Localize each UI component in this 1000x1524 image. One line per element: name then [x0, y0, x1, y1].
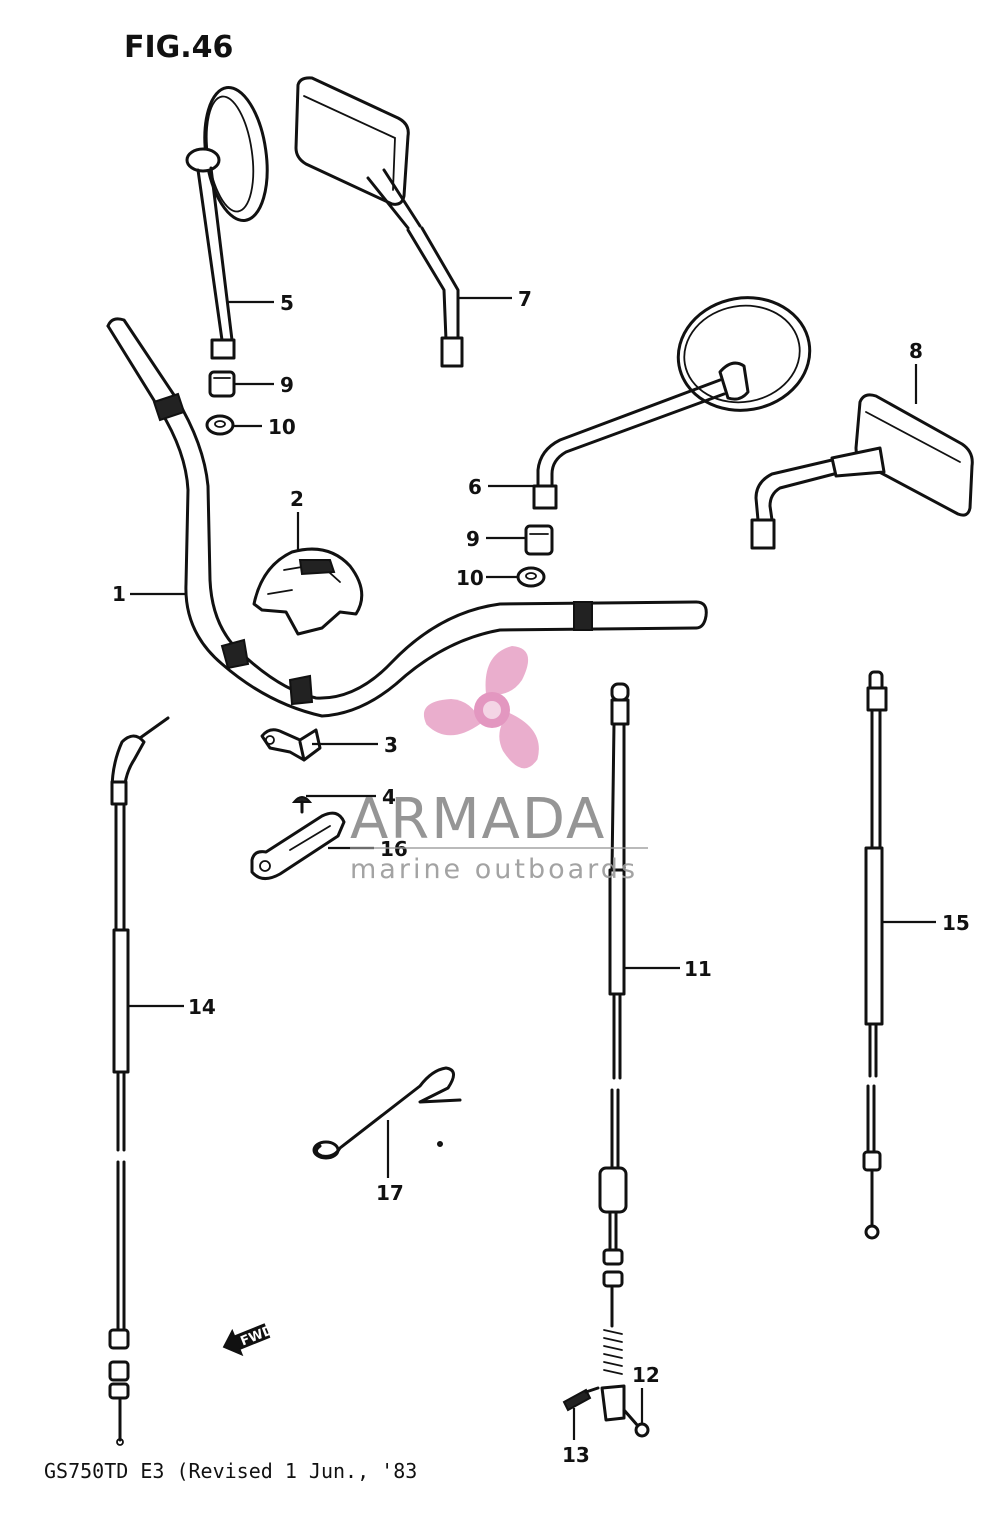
part-11-cable[interactable]	[598, 682, 630, 1422]
part-7-rectangular-mirror[interactable]	[294, 76, 464, 368]
callout-10-left: 10	[268, 415, 296, 439]
part-9-adapter-right[interactable]	[524, 524, 554, 556]
callout-7: 7	[518, 287, 532, 311]
part-17-wire-clip[interactable]	[312, 1066, 462, 1160]
part-5-round-mirror[interactable]	[185, 83, 275, 360]
part-10-nut-left[interactable]	[205, 414, 235, 436]
callout-2: 2	[290, 487, 304, 511]
callout-9-left: 9	[280, 373, 294, 397]
callout-15: 15	[942, 911, 970, 935]
callout-4: 4	[382, 785, 396, 809]
callout-6: 6	[468, 475, 482, 499]
callout-5: 5	[280, 291, 294, 315]
part-13-screw[interactable]	[562, 1386, 600, 1412]
arrow-left-icon	[222, 1323, 271, 1357]
part-15-cable[interactable]	[862, 670, 888, 1240]
part-16-plate[interactable]	[250, 811, 346, 880]
part-10-nut-right[interactable]	[516, 566, 546, 588]
fwd-direction-marker: FWD	[222, 1323, 276, 1357]
callout-13: 13	[562, 1443, 590, 1467]
callout-3: 3	[384, 733, 398, 757]
watermark: ARMADA marine outboards	[350, 646, 648, 885]
part-6-round-mirror[interactable]	[532, 287, 819, 510]
watermark-brand: ARMADA	[350, 787, 606, 852]
callout-9-right: 9	[466, 527, 480, 551]
figure-footer: GS750TD E3 (Revised 1 Jun., '83	[44, 1459, 417, 1483]
callout-14: 14	[188, 995, 216, 1019]
part-9-adapter-left[interactable]	[208, 370, 236, 398]
callout-8: 8	[909, 339, 923, 363]
callout-17: 17	[376, 1181, 404, 1205]
part-8-rectangular-mirror[interactable]	[750, 393, 974, 550]
part-3-bracket[interactable]	[260, 728, 322, 762]
part-4-screw[interactable]	[291, 796, 313, 814]
callout-12: 12	[632, 1363, 660, 1387]
part-12-screw[interactable]	[622, 1408, 650, 1438]
part-14-throttle-cable[interactable]	[108, 716, 170, 1446]
callout-10-right: 10	[456, 566, 484, 590]
callout-16: 16	[380, 837, 408, 861]
propeller-icon	[423, 646, 539, 769]
part-1-handlebar[interactable]	[106, 317, 708, 718]
figure-title: FIG.46	[124, 30, 233, 65]
part-2-switch-housing[interactable]	[252, 547, 364, 636]
callout-11: 11	[684, 957, 712, 981]
watermark-tagline: marine outboards	[350, 854, 638, 885]
callout-1: 1	[112, 582, 126, 606]
